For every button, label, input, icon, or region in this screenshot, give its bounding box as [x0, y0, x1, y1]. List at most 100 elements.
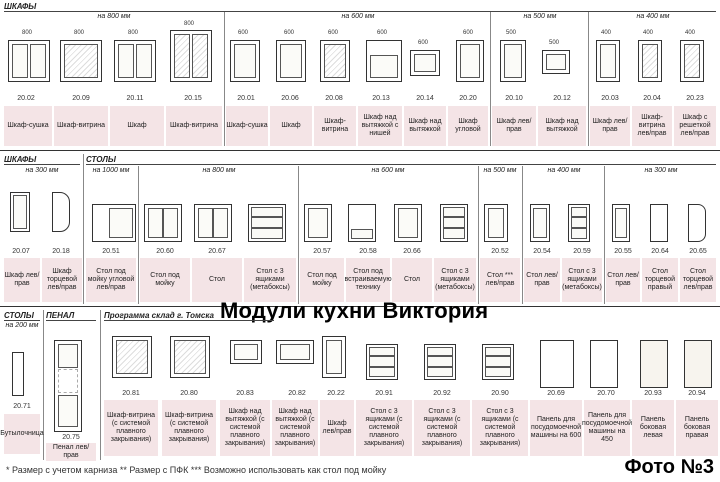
- item-label: Шкаф угловой: [448, 106, 488, 146]
- item-label: Пенал лев/прав: [46, 443, 96, 461]
- dimension: 400: [685, 30, 696, 36]
- dimension: 600: [238, 30, 249, 36]
- item-label: Шкаф-витрина: [54, 106, 108, 146]
- dimension: 500: [549, 40, 560, 46]
- cabinet-drawing: [170, 336, 210, 378]
- item-label: Стол с 3 ящиками (с системой плавного за…: [472, 400, 528, 456]
- divider: [43, 310, 44, 460]
- item-code: 20.52: [491, 248, 509, 255]
- table-drawing: [424, 344, 456, 380]
- table-drawing: [482, 344, 514, 380]
- table-drawing: [348, 204, 376, 242]
- item-code: 20.71: [13, 403, 31, 410]
- item-code: 20.55: [614, 248, 632, 255]
- item-code: 20.03: [601, 95, 619, 102]
- table-drawing: [530, 204, 550, 242]
- item-code: 20.11: [126, 95, 144, 102]
- table-drawing: [394, 204, 422, 242]
- cabinet-drawing: [112, 336, 152, 378]
- item-label: Панель для посудомоечной машины на 600: [530, 400, 582, 456]
- dimension: 400: [643, 30, 654, 36]
- item-label: Шкаф лев/прав: [492, 106, 536, 146]
- item-label: Панель боковая правая: [676, 400, 718, 456]
- cabinet-drawing: [10, 192, 30, 232]
- table-drawing: [92, 204, 136, 242]
- group-500: на 500 мм: [523, 13, 557, 20]
- cabinet-drawing: [322, 336, 346, 378]
- item-code: 20.82: [288, 390, 306, 397]
- item-label: Стол с 3 ящиками (метабоксы): [434, 258, 476, 302]
- section-title-cabinets: ШКАФЫ: [4, 2, 716, 12]
- table-drawing: [144, 204, 182, 242]
- item-label: Шкаф-витрина лев/прав: [632, 106, 672, 146]
- group-600: на 600 мм: [341, 13, 375, 20]
- cabinet-drawing: [276, 340, 314, 364]
- cabinet-drawing: [276, 40, 306, 82]
- item-label: Шкаф-сушка: [4, 106, 52, 146]
- item-label: Стол: [392, 258, 432, 302]
- item-code: 20.75: [62, 434, 80, 441]
- table-drawing: [568, 204, 590, 242]
- dimension: 800: [128, 30, 139, 36]
- item-label: Стол лев/прав: [606, 258, 640, 302]
- item-label: Шкаф над вытяжкой с нишей: [358, 106, 402, 146]
- group-300b: на 300 мм: [644, 167, 678, 174]
- divider: [522, 166, 523, 304]
- dimension: 600: [463, 30, 474, 36]
- dimension: 400: [601, 30, 612, 36]
- group-600b: на 600 мм: [371, 167, 405, 174]
- group-200: на 200 мм: [5, 322, 39, 329]
- item-code: 20.70: [597, 390, 615, 397]
- item-label: Стол с 3 ящиками (метабоксы): [562, 258, 602, 302]
- table-drawing: [612, 204, 630, 242]
- item-code: 20.14: [416, 95, 434, 102]
- item-label: Стол с 3 ящиками (с системой плавного за…: [356, 400, 412, 456]
- item-code: 20.08: [325, 95, 343, 102]
- dimension: 600: [377, 30, 388, 36]
- panel-drawing: [684, 340, 712, 388]
- table-drawing: [440, 204, 468, 242]
- dimension: 600: [328, 30, 339, 36]
- cabinet-drawing: [366, 40, 402, 82]
- section-title-cabinets-2: ШКАФЫ: [4, 155, 80, 165]
- group-300: на 300 мм: [25, 167, 59, 174]
- group-500b: на 500 мм: [483, 167, 517, 174]
- item-label: Стол под мойку: [300, 258, 344, 302]
- item-code: 20.23: [686, 95, 704, 102]
- dimension: 500: [506, 30, 517, 36]
- item-code: 20.91: [375, 390, 393, 397]
- item-code: 20.10: [505, 95, 523, 102]
- photo-label: Фото №3: [624, 456, 714, 478]
- item-code: 20.04: [643, 95, 661, 102]
- item-label: Шкаф лев/прав: [4, 258, 40, 302]
- item-label: Шкаф над вытяжкой: [404, 106, 446, 146]
- item-label: Стол под встраиваемую технику: [344, 258, 392, 302]
- item-label: Шкаф над вытяжкой (с системой плавного з…: [272, 400, 318, 456]
- group-400b: на 400 мм: [547, 167, 581, 174]
- dimension: 600: [418, 40, 429, 46]
- dimension: 800: [184, 21, 195, 27]
- item-code: 20.12: [553, 95, 571, 102]
- page-title: Модули кухни Виктория: [220, 298, 489, 323]
- cabinet-drawing: [456, 40, 484, 82]
- item-label: Шкаф над вытяжкой: [538, 106, 586, 146]
- item-label: Стол с 3 ящиками (метабоксы): [244, 258, 296, 302]
- item-code: 20.15: [184, 95, 202, 102]
- item-code: 20.02: [17, 95, 35, 102]
- cabinet-drawing: [114, 40, 156, 82]
- item-code: 20.54: [533, 248, 551, 255]
- item-label: Шкаф: [110, 106, 164, 146]
- group-400: на 400 мм: [636, 13, 670, 20]
- item-label: Панель для посудомоечной машины на 450: [582, 400, 632, 456]
- cabinet-drawing: [542, 50, 570, 74]
- item-code: 20.07: [12, 248, 30, 255]
- group-800b: на 800 мм: [202, 167, 236, 174]
- item-label: Панель боковая левая: [632, 400, 674, 456]
- item-code: 20.09: [72, 95, 90, 102]
- group-1000: на 1000 мм: [92, 167, 130, 174]
- item-code: 20.13: [372, 95, 390, 102]
- item-label: Шкаф с решеткой лев/прав: [674, 106, 716, 146]
- item-label: Стол *** лев/прав: [480, 258, 520, 302]
- divider: [138, 166, 139, 304]
